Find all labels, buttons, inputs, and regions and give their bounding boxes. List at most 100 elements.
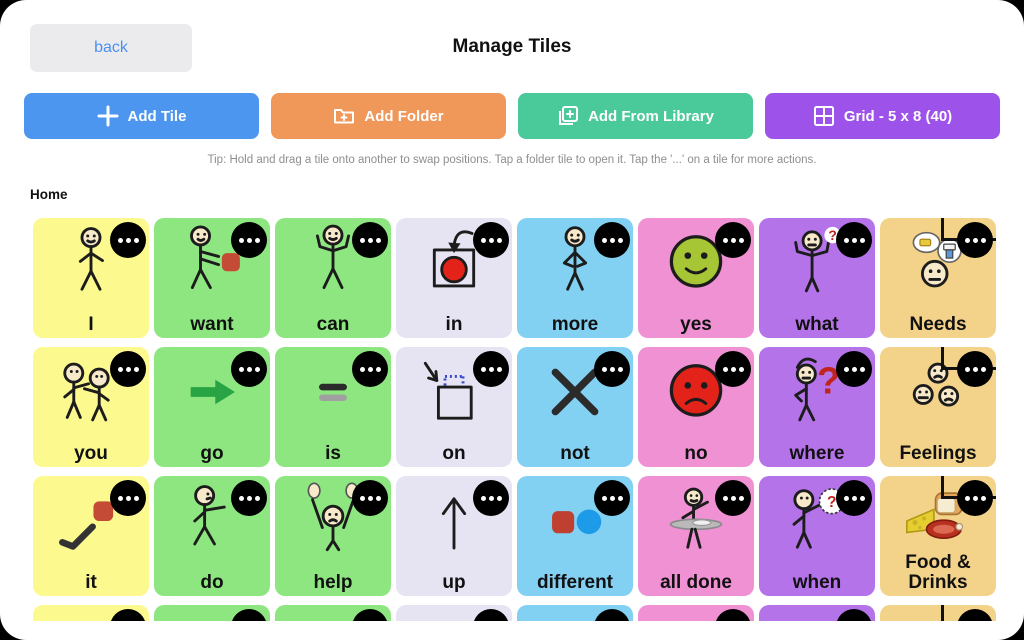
tile-menu-button[interactable] — [594, 609, 630, 621]
tile-menu-button[interactable] — [715, 222, 751, 258]
tile-partial[interactable] — [154, 605, 270, 621]
tile-label: yes — [680, 314, 712, 336]
page-title: Manage Tiles — [452, 36, 572, 57]
tile-label: on — [442, 443, 466, 465]
green-smiley-icon — [669, 235, 723, 288]
tile-when[interactable]: ? when — [759, 476, 875, 596]
arrow-onto-box-icon — [423, 361, 473, 420]
tile-partial[interactable] — [759, 605, 875, 621]
tile-menu-button[interactable] — [231, 222, 267, 258]
tile-menu-button[interactable] — [957, 351, 993, 387]
tile-grid: I want can in — [33, 218, 996, 621]
tile-label: is — [325, 443, 341, 465]
tile-menu-button[interactable] — [110, 609, 146, 621]
person-pointing-icon — [193, 485, 226, 546]
back-button[interactable]: back — [30, 24, 192, 72]
tile-menu-button[interactable] — [352, 609, 388, 621]
person-flex-icon — [315, 224, 351, 290]
tile-label: when — [792, 572, 842, 594]
tile-menu-button[interactable] — [473, 480, 509, 516]
folder-tile-food-drinks[interactable]: Food & Drinks — [880, 476, 996, 596]
tile-all-done[interactable]: all done — [638, 476, 754, 596]
tile-label: what — [795, 314, 839, 336]
tile-menu-button[interactable] — [957, 222, 993, 258]
tile-menu-button[interactable] — [836, 480, 872, 516]
tile-menu-button[interactable] — [594, 222, 630, 258]
tile-menu-button[interactable] — [352, 351, 388, 387]
tile-menu-button[interactable] — [957, 609, 993, 621]
tile-menu-button[interactable] — [231, 351, 267, 387]
add-folder-button[interactable]: Add Folder — [271, 93, 506, 139]
tile-partial[interactable] — [517, 605, 633, 621]
tile-menu-button[interactable] — [352, 222, 388, 258]
tile-where[interactable]: ? where — [759, 347, 875, 467]
up-arrow-icon — [441, 497, 467, 550]
tile-want[interactable]: want — [154, 218, 270, 338]
grid-size-button[interactable]: Grid - 5 x 8 (40) — [765, 93, 1000, 139]
tile-label: do — [200, 572, 224, 594]
tile-can[interactable]: can — [275, 218, 391, 338]
tile-menu-button[interactable] — [715, 609, 751, 621]
tile-is[interactable]: is — [275, 347, 391, 467]
tile-label: no — [684, 443, 708, 465]
arm-point-square-icon — [59, 501, 114, 550]
tile-what[interactable]: ? what — [759, 218, 875, 338]
tile-different[interactable]: different — [517, 476, 633, 596]
folder-tile-feelings[interactable]: Feelings — [880, 347, 996, 467]
circle-into-box-icon — [432, 230, 476, 288]
tip-text: Tip: Hold and drag a tile onto another t… — [207, 154, 817, 166]
tile-menu-button[interactable] — [110, 222, 146, 258]
grid-size-label: Grid - 5 x 8 (40) — [843, 107, 953, 125]
tile-you[interactable]: you — [33, 347, 149, 467]
tile-do[interactable]: do — [154, 476, 270, 596]
tile-menu-button[interactable] — [836, 222, 872, 258]
tile-in[interactable]: in — [396, 218, 512, 338]
svg-text:?: ? — [827, 494, 837, 511]
tile-menu-button[interactable] — [352, 480, 388, 516]
grid-icon — [813, 106, 834, 126]
folder-tile-needs[interactable]: Needs — [880, 218, 996, 338]
tile-go[interactable]: go — [154, 347, 270, 467]
tile-yes[interactable]: yes — [638, 218, 754, 338]
person-clock-question-icon: ? — [792, 488, 845, 549]
folder-tile-partial[interactable] — [880, 605, 996, 621]
tile-not[interactable]: not — [517, 347, 633, 467]
tile-on[interactable]: on — [396, 347, 512, 467]
tile-menu-button[interactable] — [231, 609, 267, 621]
tile-menu-button[interactable] — [473, 222, 509, 258]
tile-help[interactable]: help — [275, 476, 391, 596]
tile-more[interactable]: more — [517, 218, 633, 338]
tile-menu-button[interactable] — [836, 351, 872, 387]
add-from-library-label: Add From Library — [588, 107, 714, 125]
equals-sign-icon — [319, 383, 347, 402]
tile-up[interactable]: up — [396, 476, 512, 596]
tile-partial[interactable] — [275, 605, 391, 621]
green-right-arrow-icon — [190, 379, 235, 405]
tile-menu-button[interactable] — [594, 351, 630, 387]
tile-i[interactable]: I — [33, 218, 149, 338]
tile-partial[interactable] — [33, 605, 149, 621]
plus-icon — [97, 105, 119, 127]
tile-partial[interactable] — [638, 605, 754, 621]
person-hands-together-icon — [562, 226, 588, 291]
library-add-icon — [559, 106, 579, 125]
tile-no[interactable]: no — [638, 347, 754, 467]
tile-menu-button[interactable] — [110, 351, 146, 387]
tile-label: all done — [660, 572, 732, 594]
tile-menu-button[interactable] — [473, 351, 509, 387]
tile-partial[interactable] — [396, 605, 512, 621]
tile-menu-button[interactable] — [836, 609, 872, 621]
tile-menu-button[interactable] — [231, 480, 267, 516]
tile-menu-button[interactable] — [473, 609, 509, 621]
tile-menu-button[interactable] — [957, 480, 993, 516]
add-from-library-button[interactable]: Add From Library — [518, 93, 753, 139]
tile-menu-button[interactable] — [110, 480, 146, 516]
tile-menu-button[interactable] — [594, 480, 630, 516]
tile-label: different — [537, 572, 613, 594]
tile-it[interactable]: it — [33, 476, 149, 596]
section-label-home: Home — [30, 187, 68, 202]
add-tile-button[interactable]: Add Tile — [24, 93, 259, 139]
tile-menu-button[interactable] — [715, 351, 751, 387]
tile-menu-button[interactable] — [715, 480, 751, 516]
add-folder-label: Add Folder — [364, 107, 444, 125]
